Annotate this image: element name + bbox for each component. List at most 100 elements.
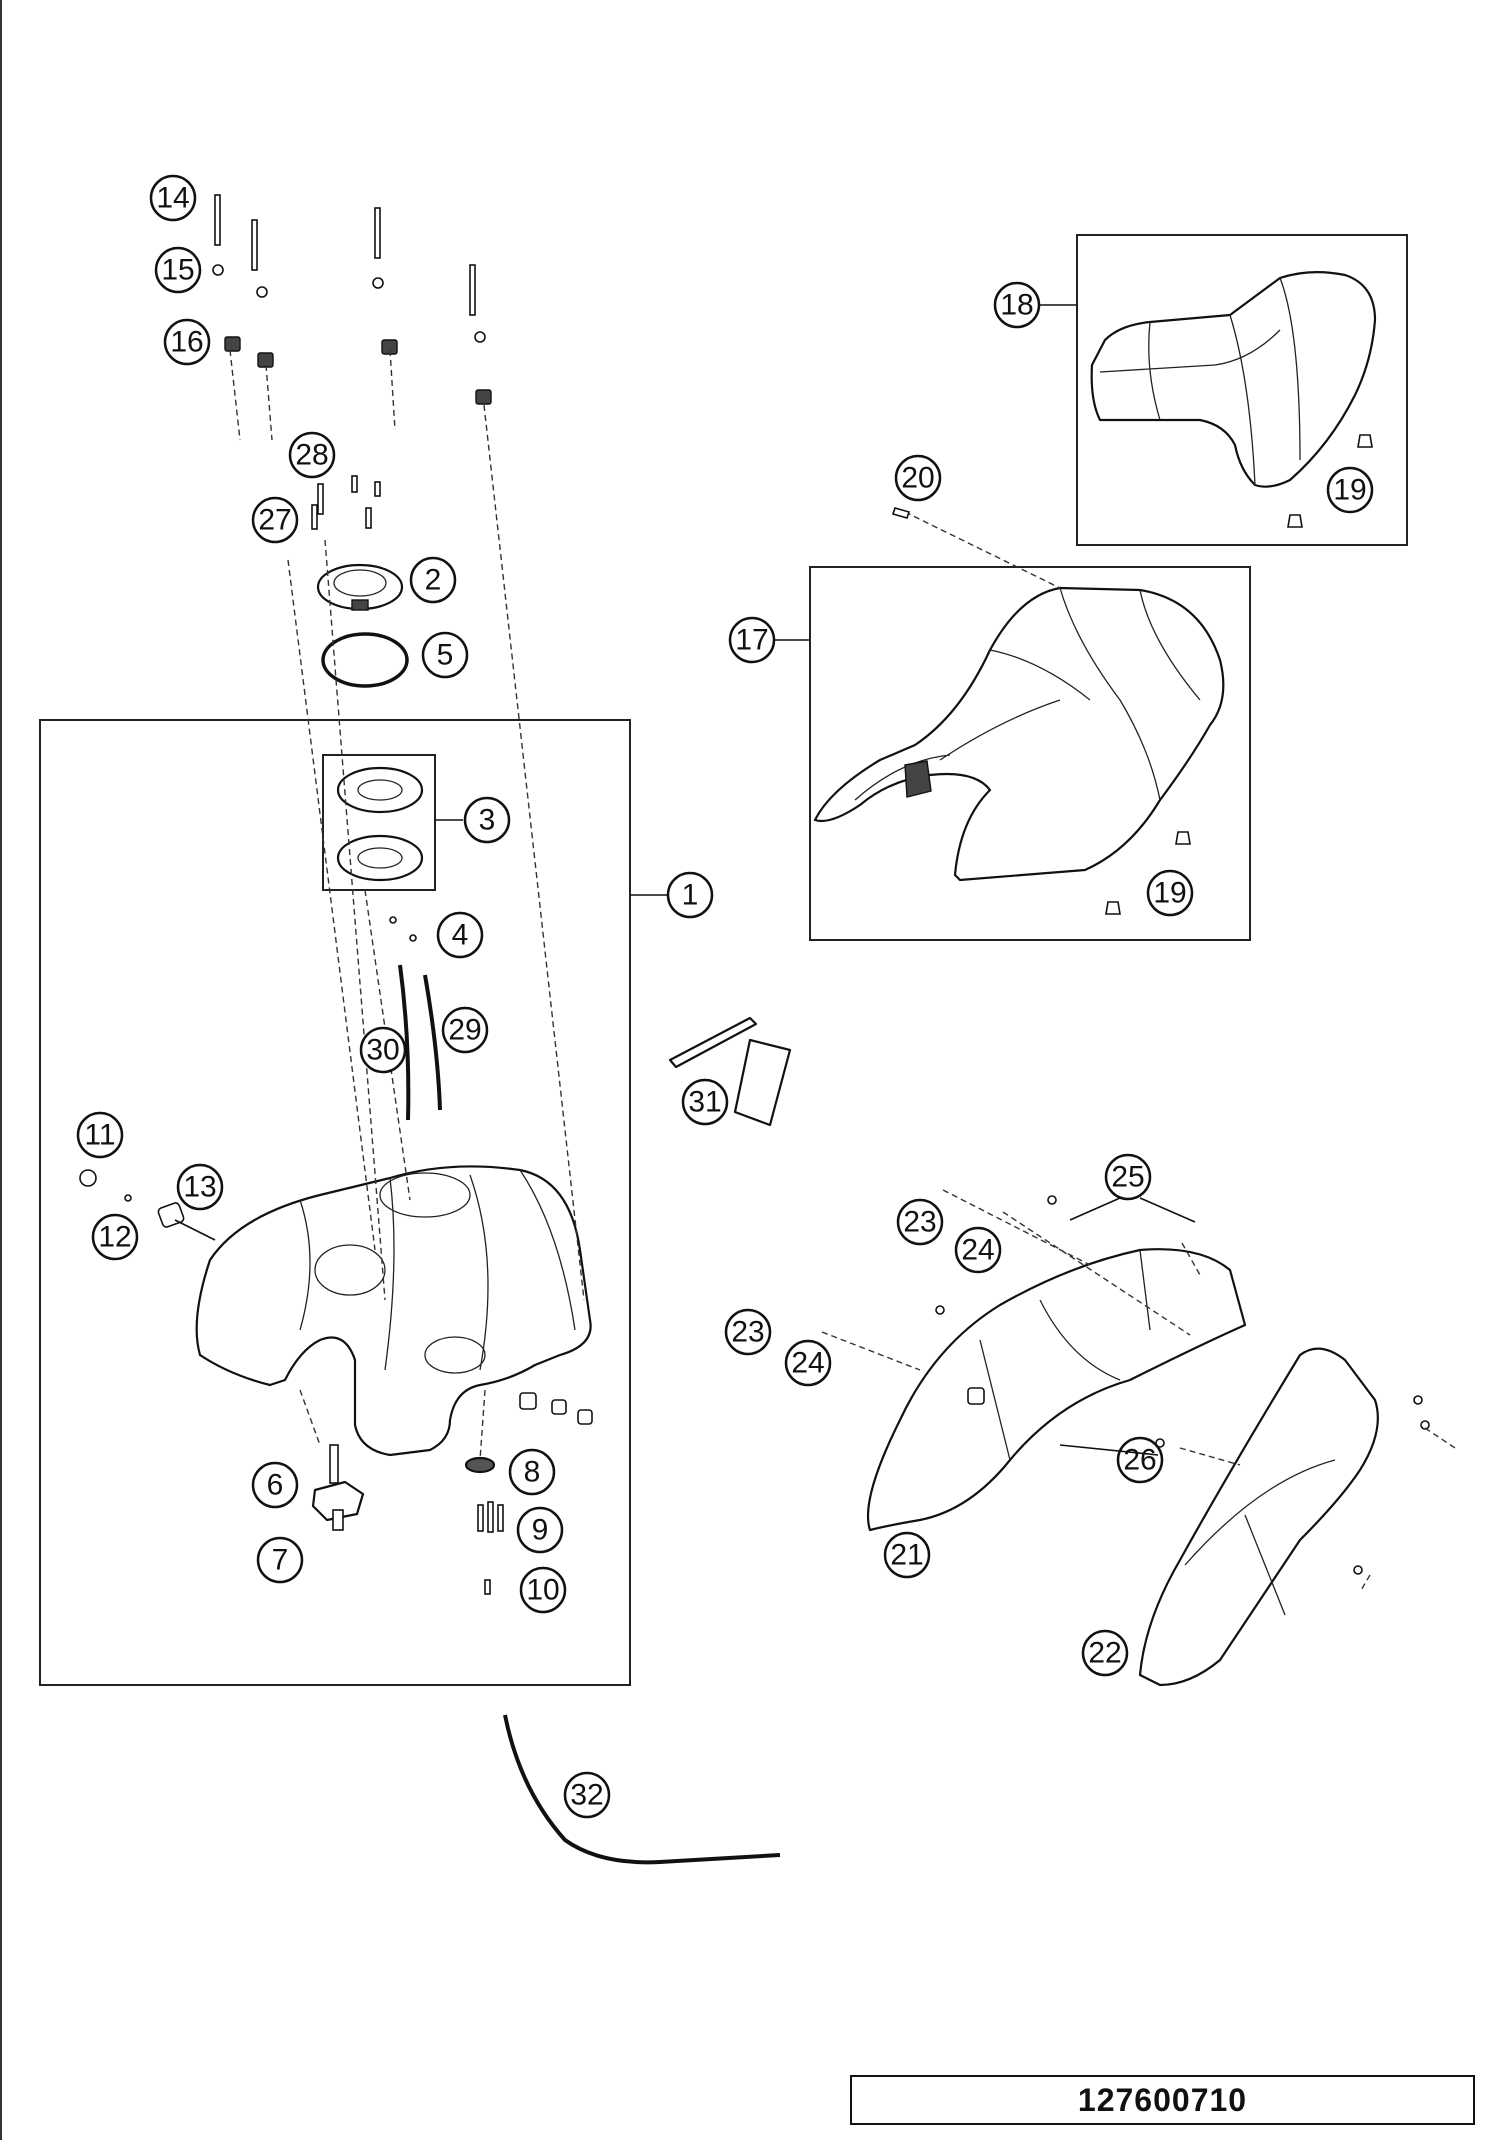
document-code-box: 127600710 xyxy=(850,2075,1475,2125)
svg-text:18: 18 xyxy=(1000,289,1033,322)
svg-text:3: 3 xyxy=(479,804,496,837)
svg-text:23: 23 xyxy=(903,1206,936,1239)
cap-bolts[interactable] xyxy=(311,475,381,530)
callout-19-rider: 19 xyxy=(1146,869,1194,917)
svg-text:4: 4 xyxy=(452,919,469,952)
fuel-tank[interactable] xyxy=(195,1165,592,1457)
side-cover-right[interactable] xyxy=(1138,1347,1379,1687)
callout-24-upper: 24 xyxy=(954,1226,1002,1274)
svg-text:25: 25 xyxy=(1111,1161,1144,1194)
svg-text:27: 27 xyxy=(258,504,291,537)
svg-text:13: 13 xyxy=(183,1171,216,1204)
callout-23-lower: 23 xyxy=(724,1308,772,1356)
svg-text:24: 24 xyxy=(961,1234,994,1267)
fuel-tap[interactable] xyxy=(311,1444,365,1531)
callout-14: 14 xyxy=(149,174,197,222)
svg-text:21: 21 xyxy=(890,1539,923,1572)
callout-27: 27 xyxy=(251,496,299,544)
callout-5: 5 xyxy=(421,631,469,679)
callout-11: 11 xyxy=(76,1111,124,1159)
callout-15: 15 xyxy=(154,246,202,294)
drain-bolt[interactable] xyxy=(484,1579,491,1595)
svg-text:17: 17 xyxy=(735,624,768,657)
svg-text:7: 7 xyxy=(272,1544,289,1577)
callout-4: 4 xyxy=(436,911,484,959)
callout-24-lower: 24 xyxy=(784,1339,832,1387)
callout-3: 3 xyxy=(463,796,511,844)
fuel-cap[interactable] xyxy=(316,563,404,611)
side-cover-screws[interactable] xyxy=(935,1195,1430,1575)
cap-flange[interactable] xyxy=(336,766,424,882)
breather-hose-29[interactable] xyxy=(423,974,442,1111)
callout-1: 1 xyxy=(666,871,714,919)
svg-text:31: 31 xyxy=(688,1086,721,1119)
svg-text:14: 14 xyxy=(156,182,189,215)
callout-19-passenger: 19 xyxy=(1326,466,1374,514)
callout-25: 25 xyxy=(1104,1153,1152,1201)
svg-text:19: 19 xyxy=(1153,877,1186,910)
svg-text:6: 6 xyxy=(267,1469,284,1502)
callout-9: 9 xyxy=(516,1506,564,1554)
callout-13: 13 xyxy=(176,1163,224,1211)
callout-26: 26 xyxy=(1116,1436,1164,1484)
callout-31: 31 xyxy=(681,1078,729,1126)
svg-text:32: 32 xyxy=(570,1779,603,1812)
svg-text:23: 23 xyxy=(731,1316,764,1349)
svg-text:10: 10 xyxy=(526,1574,559,1607)
svg-text:8: 8 xyxy=(524,1456,541,1489)
fuel-tank-assembly-frame xyxy=(39,719,631,1686)
tank-mount-rubbers[interactable] xyxy=(519,1392,593,1425)
svg-text:2: 2 xyxy=(425,564,442,597)
passenger-seat-frame xyxy=(1076,234,1408,546)
passenger-seat[interactable] xyxy=(1090,271,1377,488)
callout-12: 12 xyxy=(91,1213,139,1261)
callout-23-upper: 23 xyxy=(896,1198,944,1246)
svg-text:15: 15 xyxy=(161,254,194,287)
front-mount-bolt[interactable] xyxy=(79,1169,185,1228)
callout-16: 16 xyxy=(163,318,211,366)
side-cover-left[interactable] xyxy=(866,1248,1247,1532)
callout-7: 7 xyxy=(256,1536,304,1584)
reflector-strip[interactable] xyxy=(668,1016,792,1127)
callout-20: 20 xyxy=(894,454,942,502)
callout-10: 10 xyxy=(519,1566,567,1614)
callout-22: 22 xyxy=(1081,1629,1129,1677)
callout-18: 18 xyxy=(993,281,1041,329)
callout-8: 8 xyxy=(508,1448,556,1496)
rider-seat-bolt[interactable] xyxy=(1105,831,1191,915)
small-grommet[interactable] xyxy=(389,916,397,924)
rider-seat[interactable] xyxy=(813,586,1225,882)
svg-text:30: 30 xyxy=(366,1034,399,1067)
callout-21: 21 xyxy=(883,1531,931,1579)
svg-text:24: 24 xyxy=(791,1347,824,1380)
callout-6: 6 xyxy=(251,1461,299,1509)
svg-text:16: 16 xyxy=(170,326,203,359)
callout-30: 30 xyxy=(359,1026,407,1074)
top-mount-bolts[interactable] xyxy=(212,194,492,405)
svg-text:28: 28 xyxy=(295,439,328,472)
drain-hose[interactable] xyxy=(503,1714,781,1865)
svg-text:29: 29 xyxy=(448,1014,481,1047)
tap-gasket[interactable] xyxy=(464,1456,496,1474)
callout-2: 2 xyxy=(409,556,457,604)
svg-text:26: 26 xyxy=(1123,1444,1156,1477)
cap-seal-group-frame xyxy=(322,754,436,891)
svg-text:12: 12 xyxy=(98,1221,131,1254)
callout-32: 32 xyxy=(563,1771,611,1819)
svg-text:9: 9 xyxy=(532,1514,549,1547)
page-border-left xyxy=(0,0,2,2140)
small-grommet-2[interactable] xyxy=(409,934,417,942)
passenger-seat-bolt[interactable] xyxy=(1287,434,1373,528)
svg-text:1: 1 xyxy=(682,879,699,912)
breather-hose-30[interactable] xyxy=(398,964,411,1121)
fuel-cap-seal-ring[interactable] xyxy=(321,632,409,688)
rider-seat-frame xyxy=(809,566,1251,941)
callout-17: 17 xyxy=(728,616,776,664)
callout-28: 28 xyxy=(288,431,336,479)
svg-text:11: 11 xyxy=(84,1119,115,1152)
svg-text:19: 19 xyxy=(1333,474,1366,507)
callout-29: 29 xyxy=(441,1006,489,1054)
tap-bolts[interactable] xyxy=(477,1501,504,1533)
svg-text:5: 5 xyxy=(437,639,454,672)
